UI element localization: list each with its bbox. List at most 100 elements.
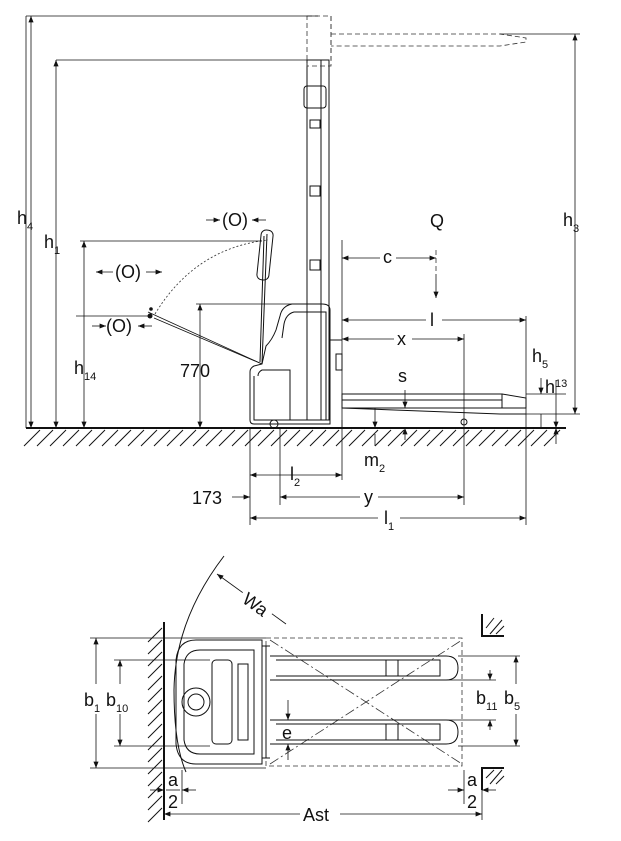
label-s: s (398, 366, 407, 386)
hatch-line (88, 429, 106, 447)
hatch-line (257, 429, 275, 447)
label-b5: b5 (504, 688, 520, 713)
label-c: c (383, 247, 392, 267)
hatch-line (179, 429, 197, 447)
label-b11: b11 (476, 688, 497, 713)
ground (23, 427, 566, 447)
hatch-line (147, 759, 163, 775)
hatch-line (166, 429, 184, 447)
hatch-line (36, 429, 54, 447)
hatch-line (153, 429, 171, 447)
hatch-line (296, 429, 314, 447)
label-h5: h5 (532, 346, 548, 371)
hatch-line (348, 429, 366, 447)
hatch-line (387, 429, 405, 447)
hatch-line (101, 429, 119, 447)
label-o-mid: (O) (115, 262, 141, 282)
label-ast: Ast (303, 805, 329, 825)
hatch-line (478, 429, 496, 447)
hatch-line (147, 675, 163, 691)
hatch-line (147, 663, 163, 679)
hatch-line (413, 429, 431, 447)
label-a-right: a (467, 770, 478, 790)
forks (331, 33, 527, 426)
label-q: Q (430, 211, 444, 231)
hatch-line (322, 429, 340, 447)
hatch-line (495, 625, 505, 635)
hatch-line (485, 617, 495, 629)
fork-left (270, 655, 459, 681)
hatch-line (192, 429, 210, 447)
hatch-line (231, 429, 249, 447)
hatch-line (205, 429, 223, 447)
label-b10: b10 (106, 690, 128, 715)
hatch-line (439, 429, 457, 447)
label-b1: b1 (84, 690, 100, 715)
hatch-line (270, 429, 288, 447)
label-h1: h1 (44, 232, 60, 257)
right-corner-walls (481, 614, 505, 790)
hatch-line (75, 429, 93, 447)
tiller (147, 229, 274, 365)
hatch-line (335, 429, 353, 447)
hatch-line (504, 429, 522, 447)
label-x: x (397, 329, 406, 349)
label-o-low: (O) (106, 316, 132, 336)
hatch-line (530, 429, 548, 447)
side-view: h4 h1 h14 770 (O) (O) (O) h3 Q c l x s h… (17, 15, 580, 533)
hatch-line (452, 429, 470, 447)
hatch-line (147, 795, 163, 811)
label-770: 770 (180, 361, 210, 381)
hatch-line (147, 711, 163, 727)
label-m2: m2 (364, 450, 385, 475)
hatch-line (49, 429, 67, 447)
label-l2: l2 (290, 464, 300, 489)
hatch-line (147, 807, 163, 823)
hatch-line (495, 775, 505, 785)
label-h13: h13 (545, 377, 567, 397)
label-173: 173 (192, 488, 222, 508)
label-2-right: 2 (467, 792, 477, 812)
hatch-line (489, 769, 503, 785)
hatch-line (491, 429, 509, 447)
label-y: y (364, 487, 373, 507)
hatch-line (147, 723, 163, 739)
label-l: l (430, 310, 434, 330)
hatch-line (147, 735, 163, 751)
hatch-line (543, 429, 561, 447)
label-a-left: a (168, 770, 179, 790)
hatch-line (426, 429, 444, 447)
hatch-line (62, 429, 80, 447)
hatch-line (147, 699, 163, 715)
hatch-line (400, 429, 418, 447)
hatch-line (489, 619, 503, 635)
hatch-line (361, 429, 379, 447)
hatch-line (244, 429, 262, 447)
hatch-line (23, 429, 41, 447)
label-o-top: (O) (222, 210, 248, 230)
truck-top (175, 639, 270, 765)
hatch-line (147, 747, 163, 763)
fork-right (270, 719, 459, 745)
hatch-line (147, 627, 163, 643)
truck-body (249, 303, 343, 429)
hatch-line (218, 429, 236, 447)
hatch-line (127, 429, 145, 447)
hatch-line (147, 771, 163, 787)
hatch-line (309, 429, 327, 447)
hatch-line (485, 769, 495, 779)
hatch-line (147, 651, 163, 667)
hatch-line (283, 429, 301, 447)
mast (303, 15, 332, 421)
hatch-line (114, 429, 132, 447)
hatch-line (147, 783, 163, 799)
label-h14: h14 (74, 358, 96, 383)
top-view: Wa (84, 555, 524, 826)
hatch-line (140, 429, 158, 447)
hatch-line (147, 639, 163, 655)
label-2-left: 2 (168, 792, 178, 812)
label-l1: l1 (384, 508, 394, 533)
hatch-line (374, 429, 392, 447)
hatch-line (465, 429, 483, 447)
